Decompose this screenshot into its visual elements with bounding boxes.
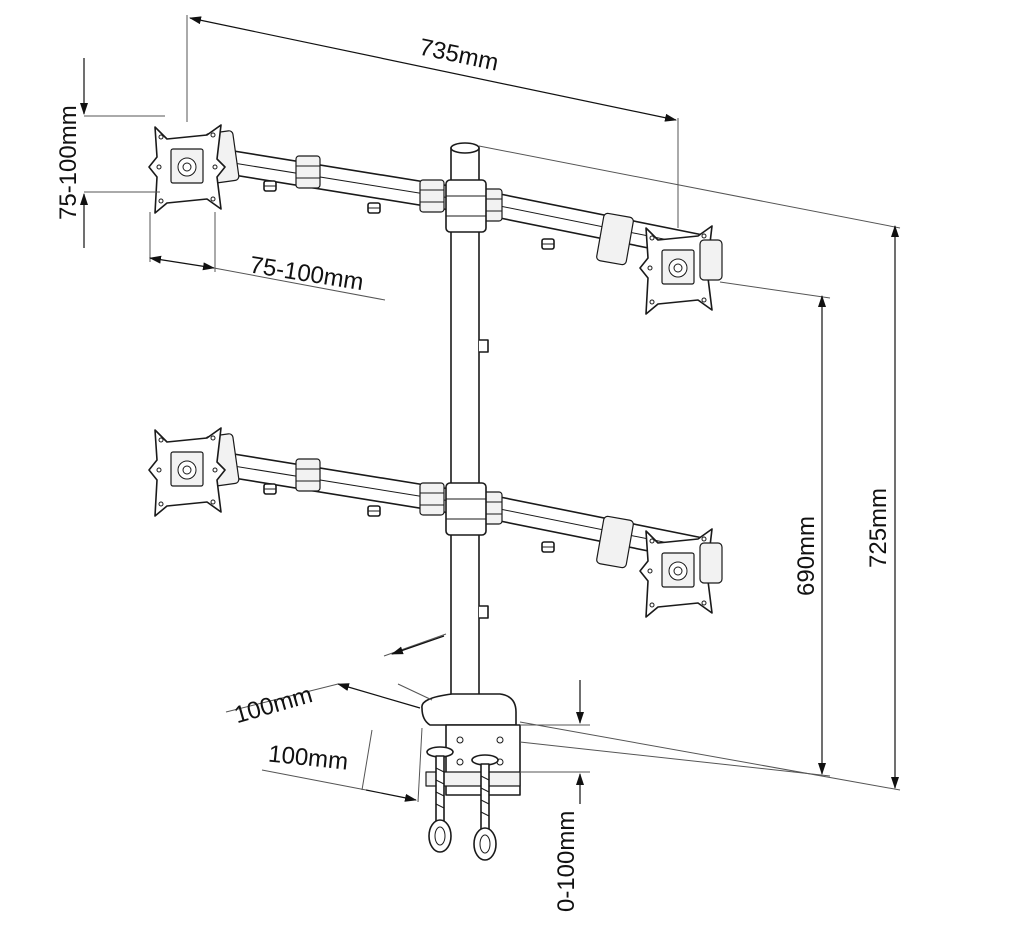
dimension-vesa-vertical: 75-100mm [55, 58, 165, 248]
lower-arm-assembly [149, 428, 722, 617]
label-100mm-depth: 100mm [231, 681, 315, 729]
label-690mm: 690mm [793, 516, 820, 596]
dimension-690mm: 690mm [519, 281, 831, 777]
dimension-base-width: 100mm [261, 727, 423, 803]
label-vesa-vertical: 75-100mm [55, 105, 82, 220]
label-725mm: 725mm [865, 488, 892, 568]
desk-clamp [421, 693, 521, 861]
dimension-base-depth: 100mm [225, 633, 447, 729]
dimension-725mm: 725mm [478, 145, 901, 791]
dimension-clamp-range: 0-100mm [520, 680, 590, 912]
label-vesa-horizontal: 75-100mm [248, 252, 366, 297]
center-pole [450, 147, 480, 709]
upper-arm-assembly [149, 125, 722, 314]
dimension-vesa-horizontal: 75-100mm [149, 212, 386, 301]
label-clamp-range: 0-100mm [553, 811, 580, 912]
mount-drawing [149, 125, 722, 861]
label-100mm-width: 100mm [267, 740, 349, 775]
label-735mm: 735mm [417, 34, 501, 77]
